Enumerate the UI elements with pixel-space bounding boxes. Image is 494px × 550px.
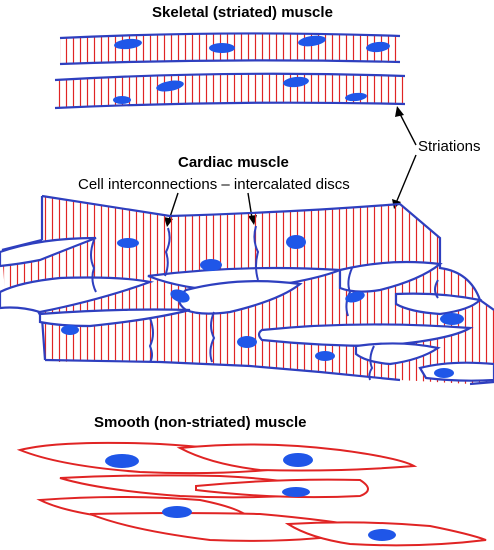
- intercalated-disc: [209, 311, 216, 363]
- nucleus: [282, 487, 310, 497]
- nucleus: [368, 529, 396, 541]
- cell-gap: [394, 292, 483, 316]
- intercalated-disc: [434, 279, 439, 299]
- nucleus: [440, 313, 464, 325]
- nucleus: [114, 38, 142, 50]
- nucleus: [283, 76, 309, 88]
- nucleus: [283, 453, 313, 467]
- intercalated-disc: [345, 267, 353, 317]
- intercalated-disc: [368, 345, 375, 381]
- cardiac-title: Cardiac muscle: [178, 154, 289, 171]
- intercalated-disc: [148, 317, 154, 363]
- cell-gap: [177, 279, 303, 315]
- nucleus: [286, 235, 306, 249]
- nucleus: [117, 238, 139, 248]
- skeletal-title: Skeletal (striated) muscle: [152, 4, 333, 21]
- nucleus: [200, 259, 222, 271]
- nucleus: [315, 351, 335, 361]
- nucleus: [345, 92, 367, 102]
- skeletal-fiber-2: [54, 72, 406, 110]
- intercalated-discs-label: Cell interconnections – intercalated dis…: [78, 176, 350, 193]
- intercalated-disc: [90, 239, 97, 293]
- nucleus: [162, 506, 192, 518]
- striations-label: Striations: [418, 138, 481, 155]
- nucleus: [61, 325, 79, 335]
- smooth-muscle-cells: [16, 441, 487, 547]
- intercalated-disc: [253, 225, 260, 281]
- nucleus: [298, 35, 326, 47]
- nucleus: [113, 96, 131, 104]
- cell-gap: [418, 361, 494, 382]
- nucleus: [345, 291, 365, 303]
- nucleus: [156, 80, 184, 92]
- nucleus: [366, 41, 390, 53]
- smooth-cell: [195, 478, 369, 499]
- nucleus: [434, 368, 454, 378]
- intercalated-disc: [164, 227, 171, 277]
- nucleus: [237, 336, 257, 348]
- nucleus: [209, 43, 235, 53]
- cell-gap: [0, 276, 155, 314]
- cell-gap: [354, 342, 441, 366]
- striations-arrows: [392, 106, 417, 209]
- cardiac-tissue: [0, 194, 494, 386]
- cell-gap: [38, 308, 191, 328]
- cell-gap: [338, 260, 443, 293]
- smooth-title: Smooth (non-striated) muscle: [94, 414, 307, 431]
- cell-gap: [0, 236, 97, 268]
- nucleus: [105, 454, 139, 468]
- skeletal-fiber-1: [59, 32, 401, 66]
- nucleus: [170, 289, 190, 303]
